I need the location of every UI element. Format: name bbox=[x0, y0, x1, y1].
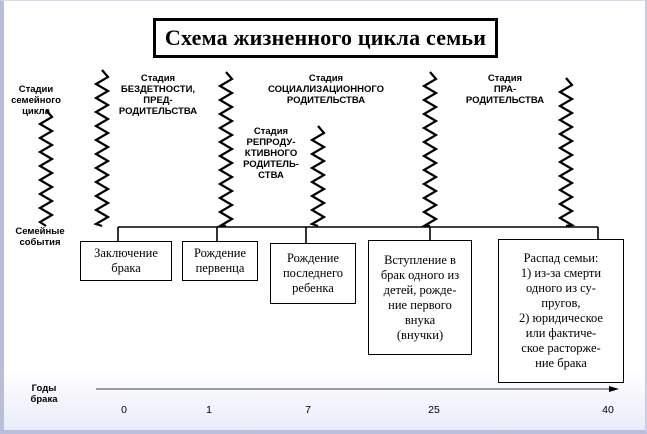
zigzag-left bbox=[37, 109, 55, 227]
event-text: Вступление в брак одного из детей, рожде… bbox=[380, 252, 460, 342]
event-box-family-dissolution: Распад семьи: 1) из-за смерти одного из … bbox=[498, 239, 624, 383]
year-tick-3: 25 bbox=[428, 404, 440, 416]
zigzag-4 bbox=[419, 71, 439, 228]
zigzag-1 bbox=[93, 69, 111, 228]
row-label-years: Годы брака bbox=[30, 383, 58, 405]
event-box-marriage: Заключение брака bbox=[80, 241, 172, 281]
timeline-arrowhead bbox=[609, 386, 619, 392]
stage-label-reproductive: Стадия РЕПРОДУ- КТИВНОГО РОДИТЕЛЬ- СТВА bbox=[243, 126, 299, 181]
event-box-last-child: Рождение последнего ребенка bbox=[270, 243, 356, 304]
stage-label-grandparenting: Стадия ПРА- РОДИТЕЛЬСТВА bbox=[465, 73, 545, 106]
zigzag-5 bbox=[557, 77, 576, 228]
year-tick-4: 40 bbox=[602, 404, 614, 416]
zigzag-3 bbox=[309, 125, 327, 228]
year-tick-0: 0 bbox=[121, 404, 127, 416]
year-tick-1: 1 bbox=[206, 404, 212, 416]
zigzag-2 bbox=[215, 71, 235, 228]
stage-label-socialization: Стадия СОЦИАЛИЗАЦИОННОГО РОДИТЕЛЬСТВА bbox=[268, 73, 384, 106]
years-timeline bbox=[96, 386, 619, 392]
row-label-stages: Стадии семейного цикла bbox=[11, 84, 61, 117]
title-box: Схема жизненного цикла семьи bbox=[153, 18, 498, 58]
event-connectors bbox=[117, 226, 599, 243]
event-box-first-child: Рождение первенца bbox=[182, 241, 258, 281]
event-box-child-marriage: Вступление в брак одного из детей, рожде… bbox=[368, 240, 472, 355]
stage-boundaries bbox=[37, 69, 576, 228]
year-tick-2: 7 bbox=[305, 404, 311, 416]
event-text: Заключение брака bbox=[94, 246, 158, 275]
event-text: Распад семьи: 1) из-за смерти одного из … bbox=[519, 251, 603, 370]
event-text: Рождение последнего ребенка bbox=[282, 251, 344, 295]
diagram-title: Схема жизненного цикла семьи bbox=[164, 25, 487, 50]
row-label-events: Семейные события bbox=[15, 226, 65, 248]
event-text: Рождение первенца bbox=[193, 246, 247, 275]
stage-label-childless: Стадия БЕЗДЕТНОСТИ, ПРЕД- РОДИТЕЛЬСТВА bbox=[118, 73, 198, 117]
